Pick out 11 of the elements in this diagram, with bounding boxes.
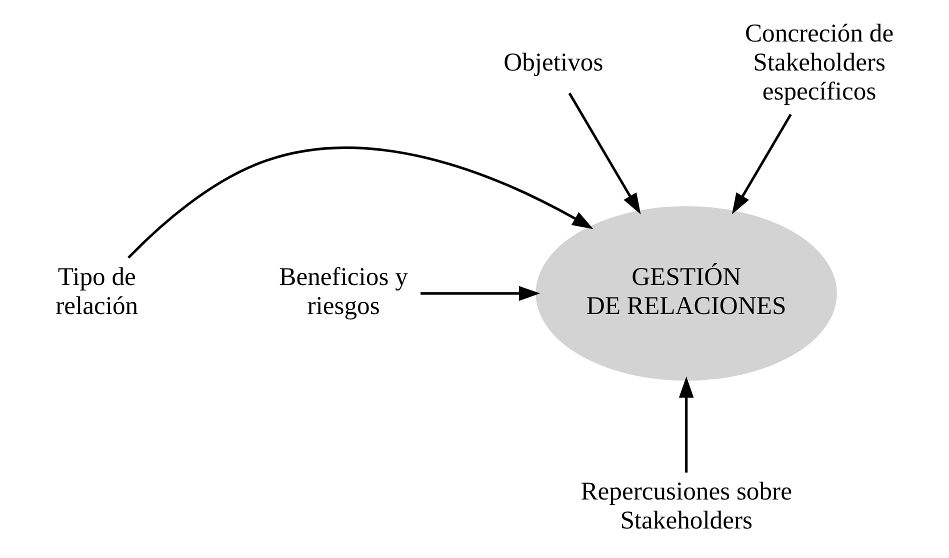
arrow — [128, 146, 594, 259]
arrow — [678, 376, 694, 473]
node-text: Concreción de Stakeholders específicos — [744, 18, 894, 106]
node-text: Tipo de relación — [56, 262, 138, 320]
arrow — [420, 286, 540, 301]
node-text: Beneficios y riesgos — [279, 262, 408, 320]
node-ellipse: GESTIÓN DE RELACIONES — [536, 206, 837, 381]
node-text: Objetivos — [504, 47, 604, 76]
arrow — [732, 114, 792, 214]
arrow — [568, 92, 641, 214]
node-text: Repercusiones sobre Stakeholders — [580, 476, 792, 535]
